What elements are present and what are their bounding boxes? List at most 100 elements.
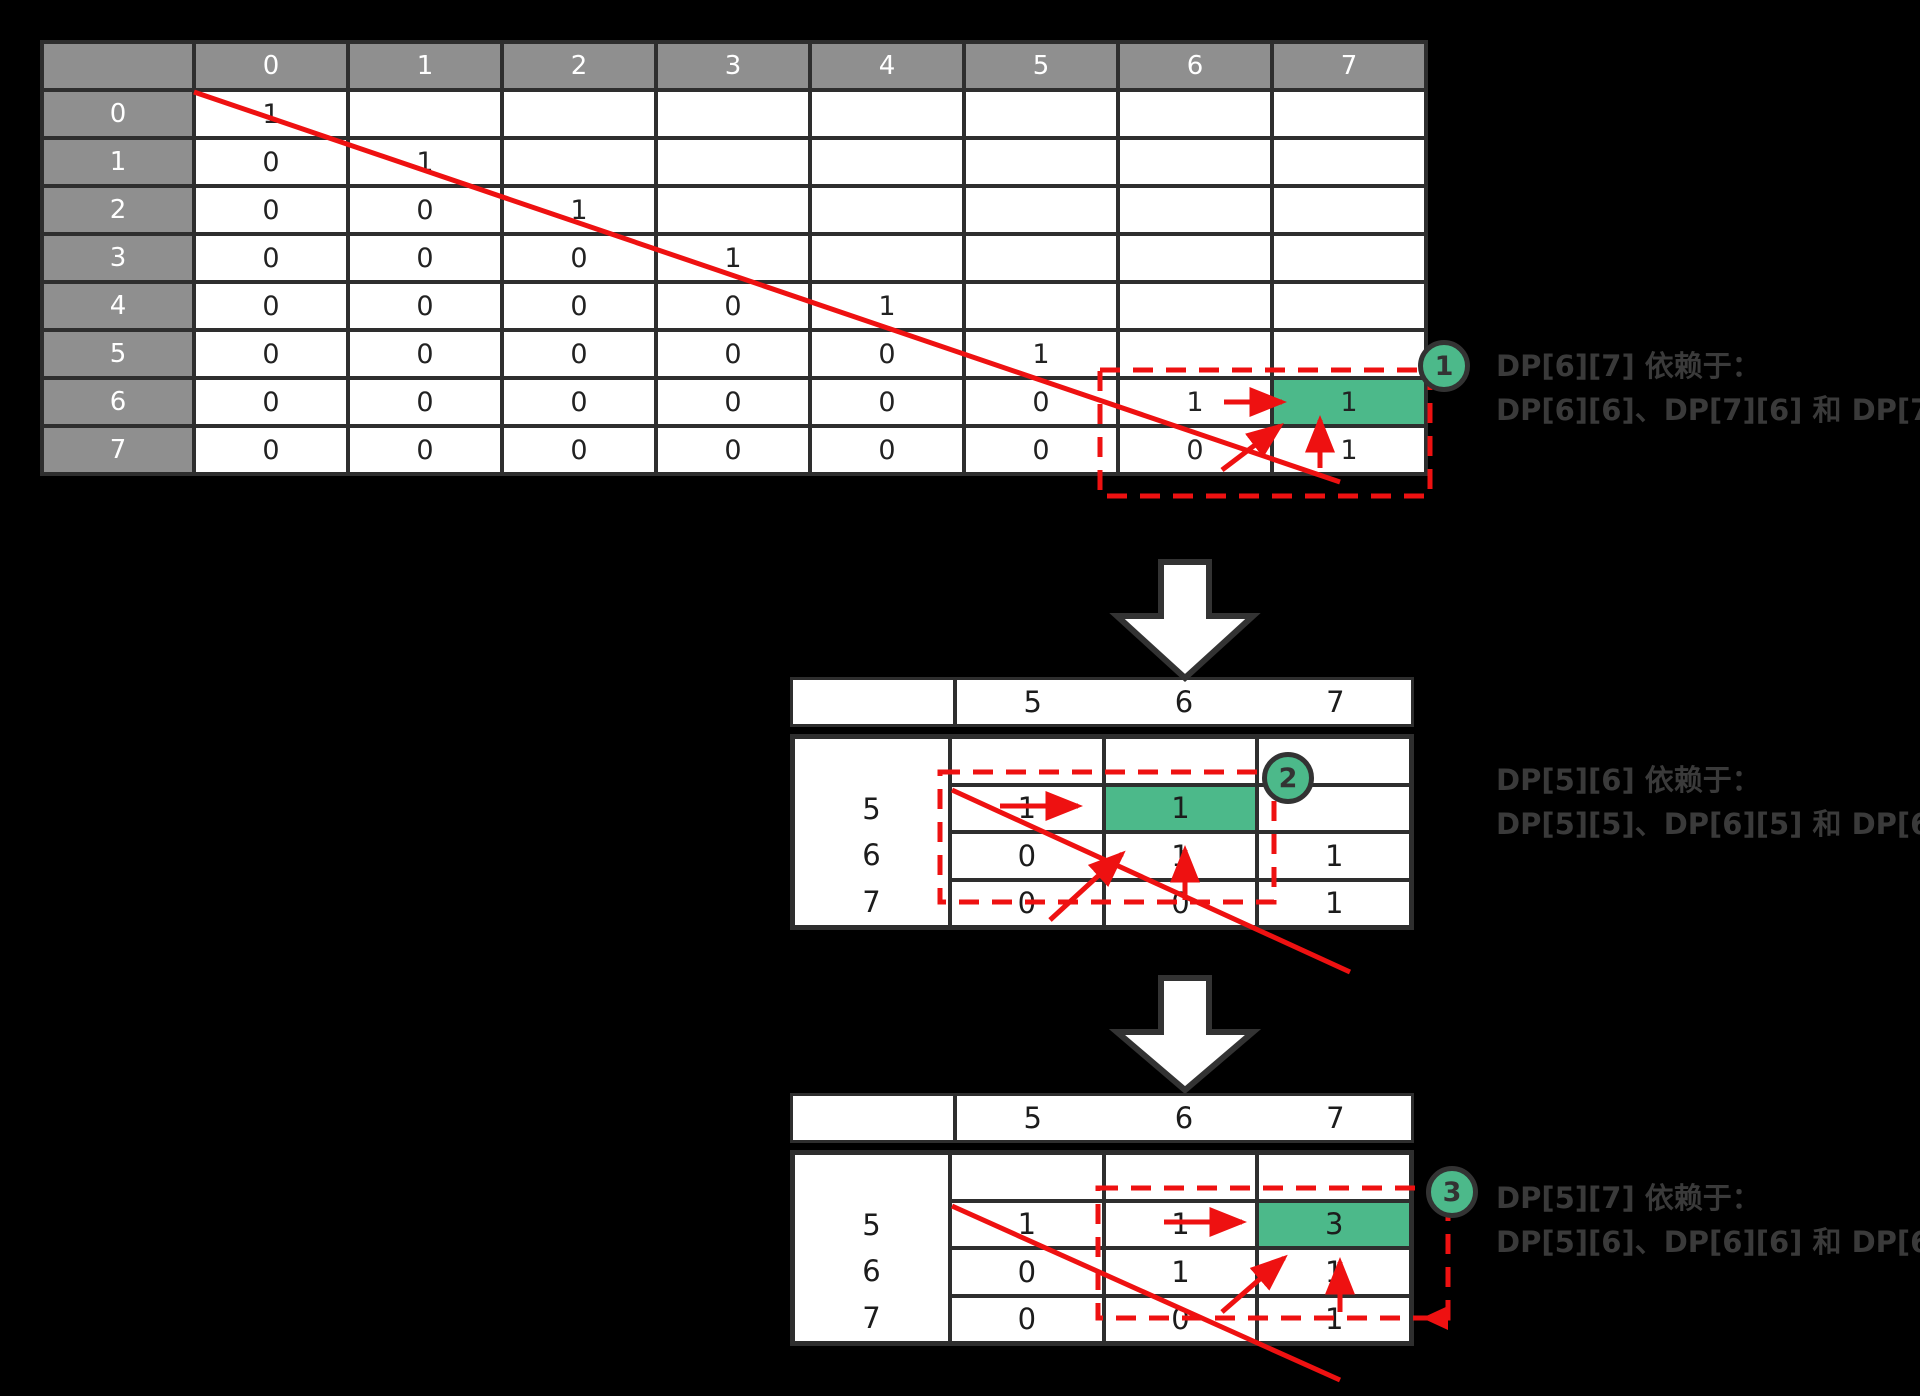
big-cell-2-5 bbox=[966, 188, 1116, 232]
big-cell-5-1: 0 bbox=[350, 332, 500, 376]
big-col-header-0: 0 bbox=[196, 44, 346, 88]
big-cell-4-6 bbox=[1120, 284, 1270, 328]
big-cell-7-5: 0 bbox=[966, 428, 1116, 472]
bottom-col-header-5: 5 bbox=[1023, 1101, 1042, 1135]
bottom-cell-0-1 bbox=[1105, 1155, 1256, 1199]
big-cell-2-4 bbox=[812, 188, 962, 232]
big-cell-2-1: 0 bbox=[350, 188, 500, 232]
bottom-cell-0-2 bbox=[1259, 1155, 1409, 1199]
big-cell-1-6 bbox=[1120, 140, 1270, 184]
big-cell-2-7 bbox=[1274, 188, 1424, 232]
big-cell-3-0: 0 bbox=[196, 236, 346, 280]
big-col-header-3: 3 bbox=[658, 44, 808, 88]
mid-cell-3-2: 1 bbox=[1259, 881, 1409, 925]
bottom-cell-3-2: 1 bbox=[1259, 1297, 1409, 1341]
big-cell-7-3: 0 bbox=[658, 428, 808, 472]
annotation-line: DP[5][5]、DP[6][5] 和 DP[6][6] bbox=[1496, 807, 1920, 841]
big-cell-1-4 bbox=[812, 140, 962, 184]
bottom-cell-1-0: 1 bbox=[952, 1202, 1102, 1246]
big-cell-6-1: 0 bbox=[350, 380, 500, 424]
big-col-header-2: 2 bbox=[504, 44, 654, 88]
step-badge-1: 1 bbox=[1418, 340, 1470, 392]
mid-cell-2-1: 1 bbox=[1105, 834, 1256, 878]
big-cell-3-2: 0 bbox=[504, 236, 654, 280]
big-cell-4-2: 0 bbox=[504, 284, 654, 328]
mid-cell-0-0 bbox=[952, 739, 1102, 783]
big-row-header-1: 1 bbox=[44, 140, 192, 184]
bottom-col-header-7: 7 bbox=[1326, 1101, 1345, 1135]
big-cell-1-5 bbox=[966, 140, 1116, 184]
big-cell-6-7: 1 bbox=[1274, 380, 1424, 424]
big-cell-5-6 bbox=[1120, 332, 1270, 376]
annotation-step-2: DP[5][6] 依赖于： DP[5][5]、DP[6][5] 和 DP[6][… bbox=[1496, 758, 1920, 846]
dependency-box-arrowhead-icon bbox=[1422, 1306, 1448, 1330]
big-row-header-0: 0 bbox=[44, 92, 192, 136]
big-cell-3-6 bbox=[1120, 236, 1270, 280]
mid-cell-3-0: 0 bbox=[952, 881, 1102, 925]
mid-cell-1-1: 1 bbox=[1105, 786, 1256, 830]
big-cell-1-3 bbox=[658, 140, 808, 184]
big-row-header-2: 2 bbox=[44, 188, 192, 232]
big-cell-6-5: 0 bbox=[966, 380, 1116, 424]
mid-row-header-5: 5 bbox=[862, 791, 881, 826]
big-row-header-7: 7 bbox=[44, 428, 192, 472]
bottom-cell-3-1: 0 bbox=[1105, 1297, 1256, 1341]
annotation-step-3: DP[5][7] 依赖于： DP[5][6]、DP[6][6] 和 DP[6][… bbox=[1496, 1176, 1920, 1264]
step-badge-3: 3 bbox=[1426, 1166, 1478, 1218]
mid-corner-cell bbox=[793, 680, 957, 724]
big-cell-0-1 bbox=[350, 92, 500, 136]
mid-cell-3-1: 0 bbox=[1105, 881, 1256, 925]
big-cell-6-2: 0 bbox=[504, 380, 654, 424]
annotation-line: DP[5][7] 依赖于： bbox=[1496, 1181, 1761, 1215]
mid-row-header-blank bbox=[795, 739, 948, 786]
big-row-header-3: 3 bbox=[44, 236, 192, 280]
bottom-cell-1-2: 3 bbox=[1259, 1202, 1409, 1246]
bottom-cell-2-1: 1 bbox=[1105, 1250, 1256, 1294]
big-col-header-7: 7 bbox=[1274, 44, 1424, 88]
step-badge-2: 2 bbox=[1262, 752, 1314, 804]
big-col-header-4: 4 bbox=[812, 44, 962, 88]
big-col-header-5: 5 bbox=[966, 44, 1116, 88]
annotation-line: DP[5][6]、DP[6][6] 和 DP[6][7] bbox=[1496, 1225, 1920, 1259]
bottom-row-header-5: 5 bbox=[862, 1207, 881, 1242]
mid-cell-1-0: 1 bbox=[952, 786, 1102, 830]
big-cell-1-7 bbox=[1274, 140, 1424, 184]
big-cell-7-4: 0 bbox=[812, 428, 962, 472]
big-cell-1-1: 1 bbox=[350, 140, 500, 184]
big-cell-5-5: 1 bbox=[966, 332, 1116, 376]
big-cell-1-0: 0 bbox=[196, 140, 346, 184]
big-cell-2-3 bbox=[658, 188, 808, 232]
big-cell-7-7: 1 bbox=[1274, 428, 1424, 472]
bottom-cell-0-0 bbox=[952, 1155, 1102, 1199]
big-cell-4-5 bbox=[966, 284, 1116, 328]
bottom-cell-2-0: 0 bbox=[952, 1250, 1102, 1294]
big-cell-3-5 bbox=[966, 236, 1116, 280]
big-cell-0-5 bbox=[966, 92, 1116, 136]
big-cell-5-2: 0 bbox=[504, 332, 654, 376]
big-cell-1-2 bbox=[504, 140, 654, 184]
bottom-row-header-7: 7 bbox=[862, 1300, 881, 1335]
bottom-cell-3-0: 0 bbox=[952, 1297, 1102, 1341]
down-arrow-icon bbox=[1109, 559, 1261, 683]
bottom-row-header-blank bbox=[795, 1155, 948, 1202]
mid-row-header-7: 7 bbox=[862, 884, 881, 919]
annotation-line: DP[5][6] 依赖于： bbox=[1496, 763, 1761, 797]
big-cell-2-6 bbox=[1120, 188, 1270, 232]
big-cell-4-0: 0 bbox=[196, 284, 346, 328]
bottom-col-header-6: 6 bbox=[1174, 1101, 1194, 1135]
big-cell-0-4 bbox=[812, 92, 962, 136]
big-cell-6-3: 0 bbox=[658, 380, 808, 424]
big-cell-7-6: 0 bbox=[1120, 428, 1270, 472]
big-cell-5-4: 0 bbox=[812, 332, 962, 376]
big-cell-0-7 bbox=[1274, 92, 1424, 136]
big-row-header-6: 6 bbox=[44, 380, 192, 424]
big-cell-0-6 bbox=[1120, 92, 1270, 136]
big-cell-2-2: 1 bbox=[504, 188, 654, 232]
mid-col-header-6: 6 bbox=[1174, 685, 1194, 719]
big-cell-3-4 bbox=[812, 236, 962, 280]
